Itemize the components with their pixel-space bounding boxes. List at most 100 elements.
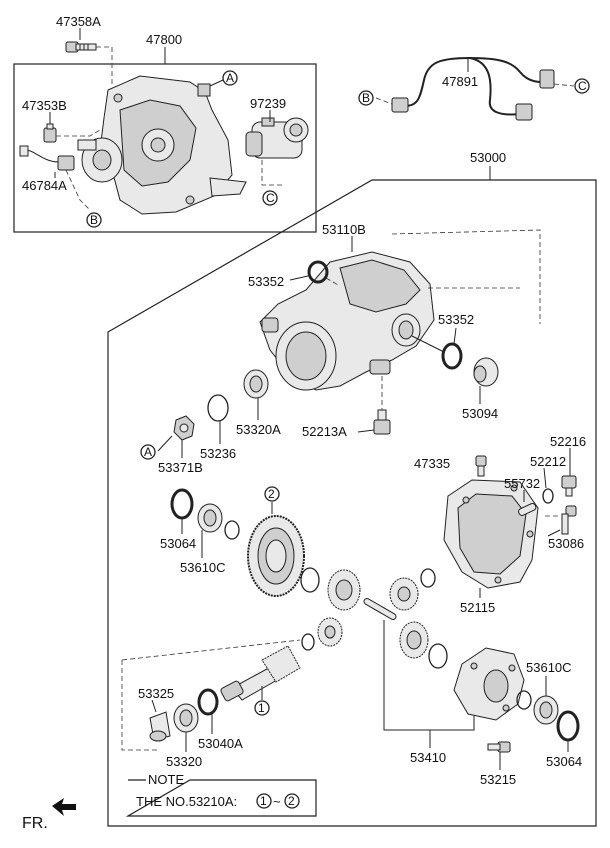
label-53320: 53320 [166, 754, 202, 769]
spacer-53236 [207, 394, 229, 422]
pinion-gear-upper [389, 577, 419, 611]
shim-left [224, 520, 240, 540]
thrust-washer-left [300, 567, 320, 593]
svg-text:C: C [266, 191, 275, 205]
svg-text:B: B [90, 213, 98, 227]
label-53064-left: 53064 [160, 536, 196, 551]
note-range-end: 2 [288, 794, 295, 808]
label-46784A: 46784A [22, 178, 67, 193]
spacer-53325 [149, 711, 171, 742]
differential-case [453, 647, 525, 721]
label-53215: 53215 [480, 772, 516, 787]
svg-text:1: 1 [258, 701, 265, 715]
front-arrow-icon [52, 798, 76, 816]
svg-text:A: A [226, 71, 234, 85]
svg-text:B: B [362, 91, 370, 105]
filler-plug-52216 [561, 475, 577, 497]
oil-seal-53064-right [556, 710, 580, 742]
dust-cover-53094 [473, 357, 499, 387]
oil-seal-53352-left [307, 260, 329, 284]
bearing-53320A [243, 369, 269, 399]
o-ring-52212 [542, 488, 554, 504]
label-47353B: 47353B [22, 98, 67, 113]
label-53325: 53325 [138, 686, 174, 701]
label-47335: 47335 [414, 456, 450, 471]
pinion-gear-lower [317, 617, 343, 647]
label-53094: 53094 [462, 406, 498, 421]
washer-upper [420, 568, 436, 588]
sensor-47353B [43, 123, 57, 143]
side-gear-right [399, 621, 429, 659]
callout-A-lower: A [140, 444, 156, 460]
label-53040A: 53040A [198, 736, 243, 751]
output-flange [77, 137, 123, 183]
ring-gear [247, 515, 305, 597]
callout-2-ring-gear: 2 [264, 486, 280, 502]
lock-nut-53371B [173, 415, 195, 441]
note-title: NOTE [148, 772, 184, 787]
label-53320A: 53320A [236, 422, 281, 437]
label-52212: 52212 [530, 454, 566, 469]
front-direction-marker: FR. [22, 798, 76, 832]
label-53064-right: 53064 [546, 754, 582, 769]
shim-right [516, 690, 532, 710]
label-52213A: 52213A [302, 424, 347, 439]
bracket-53410 [383, 620, 475, 731]
svg-text:2: 2 [268, 487, 275, 501]
label-52115: 52115 [460, 600, 495, 615]
label-53000: 53000 [470, 150, 506, 165]
label-55732: 55732 [504, 476, 540, 491]
thrust-washer-right [428, 643, 448, 669]
note-box: NOTE THE NO.53210A: 1 ~ 2 [125, 772, 317, 817]
callout-1-pinion: 1 [254, 700, 270, 716]
note-range-sep: ~ [273, 794, 281, 809]
drive-pinion [220, 645, 301, 702]
front-label: FR. [22, 815, 48, 832]
label-53371B: 53371B [158, 460, 203, 475]
actuator-motor-97239 [245, 117, 309, 159]
callout-C-left: C [262, 190, 278, 206]
label-53352-right: 53352 [438, 312, 474, 327]
oil-seal-53064-left [170, 488, 194, 520]
label-53410: 53410 [410, 750, 446, 765]
differential-carrier-53110B [259, 251, 435, 391]
callout-B-harness: B [358, 90, 374, 106]
assembly-box-53000 [107, 179, 597, 827]
label-53610C-left: 53610C [180, 560, 226, 575]
bolt-53215 [487, 741, 511, 753]
transfer-actuator-housing [99, 75, 247, 215]
label-53352-left: 53352 [248, 274, 284, 289]
bearing-53610C-left [197, 503, 223, 533]
harness-46784A [19, 145, 75, 171]
bearing-53320 [173, 703, 199, 733]
washer-lower [301, 633, 315, 651]
label-52216: 52216 [550, 434, 586, 449]
label-53236: 53236 [200, 446, 236, 461]
callout-C-harness: C [574, 78, 590, 94]
oil-seal-53352-right [441, 342, 463, 370]
side-gear-left [327, 569, 361, 611]
label-47358A: 47358A [56, 14, 101, 29]
label-47800: 47800 [146, 32, 182, 47]
callout-B-left: B [86, 212, 102, 228]
label-47891: 47891 [442, 74, 478, 89]
wiring-harness-47891 [391, 56, 555, 121]
label-53110B: 53110B [322, 222, 366, 237]
svg-text:C: C [578, 79, 587, 93]
label-53610C-right: 53610C [526, 660, 572, 675]
label-97239: 97239 [250, 96, 286, 111]
bearing-53610C-right [533, 695, 559, 725]
pinion-shaft [363, 598, 397, 620]
rear-cover-52115 [443, 479, 539, 589]
callout-A-top: A [222, 70, 238, 86]
drain-plug-52213A [373, 409, 391, 435]
bolt-47358A [65, 41, 97, 53]
bolt-53086 [561, 505, 577, 535]
breather-47335 [475, 455, 487, 477]
note-text: THE NO.53210A: [136, 794, 237, 809]
svg-text:A: A [144, 445, 152, 459]
note-range-start: 1 [260, 794, 267, 808]
label-53086: 53086 [548, 536, 584, 551]
pin-55732 [518, 502, 537, 516]
